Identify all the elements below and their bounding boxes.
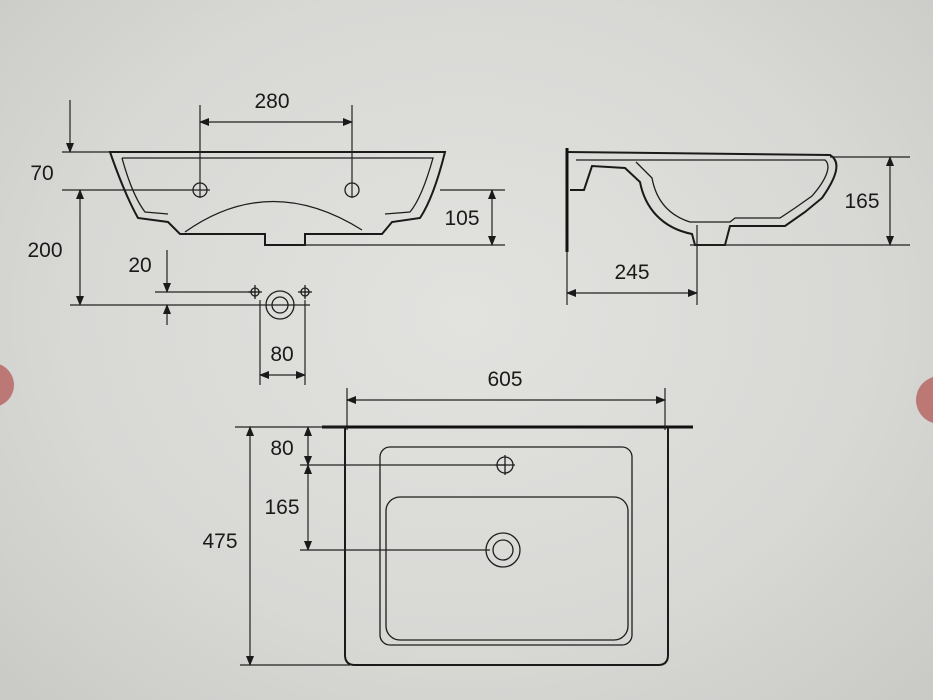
top-view: 605 80 165 475 (202, 368, 693, 666)
dim-label-80-top: 80 (270, 437, 293, 460)
front-basin-inner (121, 157, 434, 215)
dim-label-80-waste: 80 (270, 343, 293, 366)
dim-label-200: 200 (27, 239, 62, 262)
top-outer-outline (344, 427, 669, 666)
right-edge-accent (916, 377, 933, 423)
dim-label-70: 70 (30, 162, 53, 185)
waste-pipe-symbol (248, 285, 312, 320)
dim-label-475: 475 (202, 530, 237, 553)
dim-label-165-side: 165 (844, 190, 879, 213)
front-basin-outline (108, 151, 447, 246)
side-section-outline (566, 151, 838, 246)
dim-label-245: 245 (614, 261, 649, 284)
dim-label-280: 280 (254, 90, 289, 113)
top-rim-inner (379, 446, 633, 646)
dim-label-165-top: 165 (264, 496, 299, 519)
top-bowl (385, 496, 629, 641)
dim-label-605: 605 (487, 368, 522, 391)
left-edge-accent (0, 364, 14, 406)
side-section-inner (576, 159, 829, 223)
front-view: 280 70 200 105 20 80 (27, 90, 505, 385)
dim-label-105: 105 (444, 207, 479, 230)
side-view: 165 245 (565, 148, 910, 305)
dim-label-20: 20 (128, 254, 151, 277)
front-bowl-arch (184, 200, 363, 233)
drain-top (485, 532, 521, 568)
